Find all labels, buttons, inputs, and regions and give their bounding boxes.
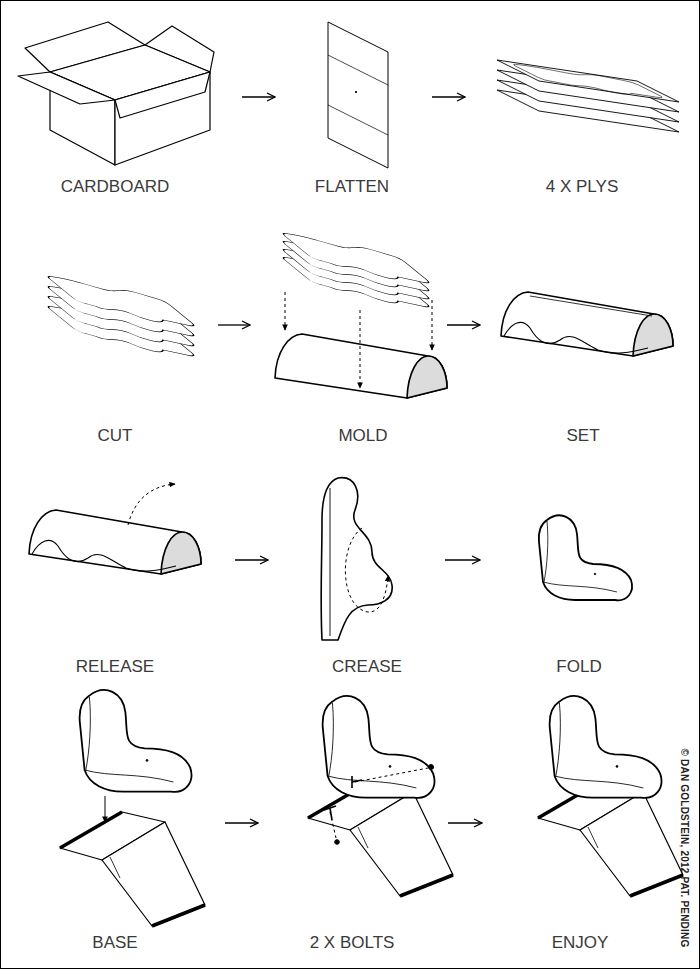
- step-label: CUT: [96, 426, 135, 446]
- ply-stack: [277, 229, 437, 312]
- step-label: BASE: [90, 933, 139, 953]
- base-sheet: [60, 812, 205, 926]
- copyright-note: © DAN GOLDSTEIN, 2012 PAT. PENDING: [679, 749, 690, 948]
- step-label: FLATTEN: [313, 177, 391, 197]
- mold: [275, 334, 447, 398]
- base-sheet: [538, 782, 683, 896]
- step-arrow: [447, 324, 480, 325]
- flat-sheet: [328, 22, 388, 168]
- chair-shell: [80, 690, 192, 792]
- step-arrow: [432, 96, 465, 97]
- cardboard-box: [18, 22, 214, 165]
- release-mold: [29, 510, 201, 574]
- folded-shell: [539, 515, 632, 600]
- ply-sheets: [497, 60, 680, 132]
- cut-plys: [42, 272, 202, 361]
- step-arrow: [225, 822, 258, 823]
- creased-ply: [321, 478, 392, 640]
- step: 2 X BOLTS: [265, 685, 441, 953]
- step-arrow: [242, 96, 275, 97]
- step-label: SET: [564, 426, 601, 446]
- step-label: CARDBOARD: [59, 177, 172, 197]
- step: MOLD: [257, 225, 440, 446]
- step: RELEASE: [15, 470, 228, 677]
- crease-arrow: [345, 528, 388, 612]
- step-label: 2 X BOLTS: [308, 933, 397, 953]
- step-arrow: [218, 324, 250, 325]
- step: BASE: [15, 685, 218, 953]
- step: ENJOY: [489, 685, 670, 953]
- step: SET: [487, 225, 690, 446]
- step: FOLD: [487, 470, 690, 677]
- set-mold: [501, 292, 673, 356]
- bolts: [324, 765, 434, 845]
- placement-arrows: [285, 292, 432, 388]
- step: FLATTEN: [282, 15, 425, 197]
- step-arrow: [445, 559, 480, 560]
- step: CREASE: [275, 470, 438, 677]
- step: 4 X PLYS: [472, 15, 690, 197]
- step: CUT: [20, 225, 211, 446]
- step-arrow: [235, 559, 268, 560]
- step-label: MOLD: [336, 426, 389, 446]
- step-label: CREASE: [330, 657, 404, 677]
- chair-shell: [550, 696, 662, 798]
- step-label: FOLD: [554, 657, 603, 677]
- down-arrow: [105, 796, 106, 822]
- step: CARDBOARD: [15, 15, 235, 197]
- chair-shell: [323, 696, 435, 798]
- release-arrow: [128, 484, 175, 525]
- step-label: ENJOY: [550, 933, 611, 953]
- step-label: 4 X PLYS: [544, 177, 620, 197]
- base-sheet: [308, 782, 453, 896]
- step-arrow: [448, 822, 482, 823]
- step-label: RELEASE: [74, 657, 156, 677]
